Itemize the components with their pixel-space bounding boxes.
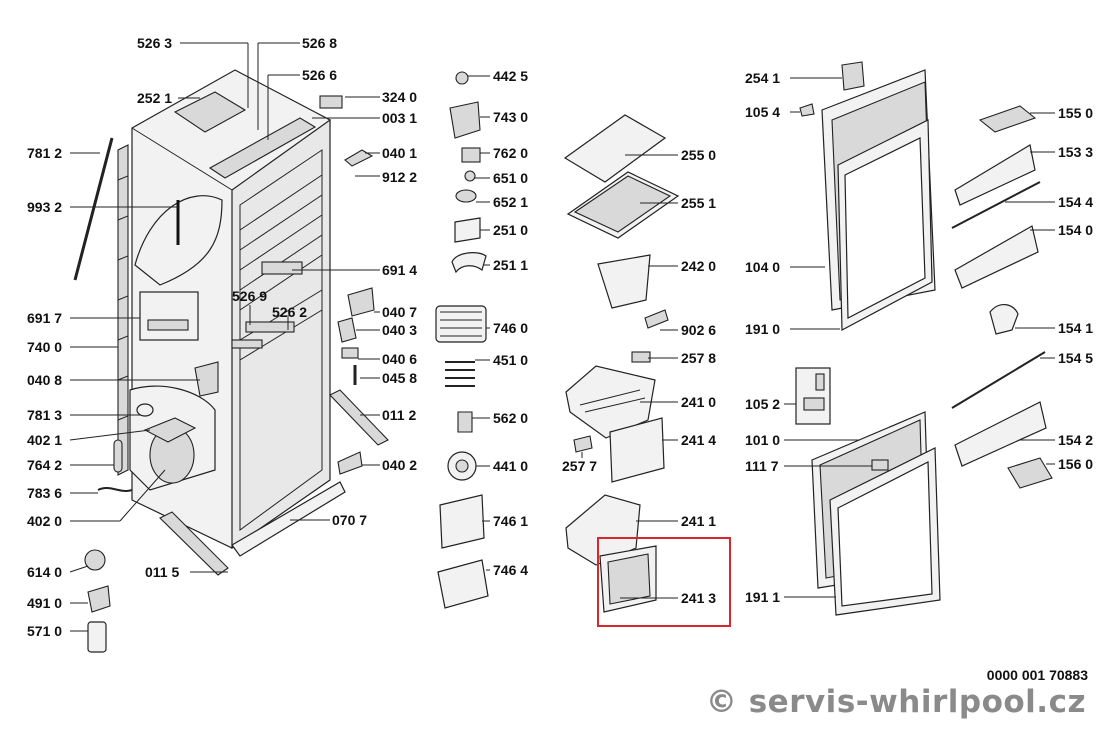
part-label: 526 6 [302,67,338,83]
part-label: 993 2 [27,199,63,215]
part-label: 571 0 [27,623,63,639]
part-label: 241 0 [681,394,717,410]
part-label: 526 2 [272,304,308,320]
part-label: 691 7 [27,310,63,326]
part-label: 104 0 [745,259,781,275]
part-label: 562 0 [493,410,529,426]
highlight-box [597,537,731,627]
part-label: 526 8 [302,35,338,51]
part-label: 111 7 [745,458,779,474]
part-label: 912 2 [382,169,418,185]
part-label: 746 4 [493,562,529,578]
part-label: 746 1 [493,513,529,529]
part-label: 045 8 [382,370,418,386]
part-label: 257 8 [681,350,717,366]
part-label: 255 1 [681,195,717,211]
part-label: 902 6 [681,322,717,338]
shelves-drawers-drawing [563,114,680,613]
part-label: 154 5 [1058,350,1094,366]
part-label: 154 1 [1058,320,1094,336]
part-label: 324 0 [382,89,418,105]
part-label: 402 1 [27,432,63,448]
part-label: 441 0 [493,458,529,474]
part-label: 783 6 [27,485,63,501]
part-label: 040 7 [382,304,418,320]
part-label: 105 4 [745,104,781,120]
watermark: © servis-whirlpool.cz [705,684,1086,720]
part-label: 257 7 [562,458,598,474]
part-label: 154 4 [1058,194,1094,210]
part-label: 003 1 [382,110,418,126]
doors-drawing [795,61,941,616]
part-label: 451 0 [493,352,529,368]
part-label: 781 2 [27,145,63,161]
part-label: 154 2 [1058,432,1094,448]
part-label: 526 3 [137,35,173,51]
part-label: 040 2 [382,457,418,473]
part-label: 491 0 [27,595,63,611]
part-label: 241 1 [681,513,717,529]
part-label: 691 4 [382,262,418,278]
part-label: 191 1 [745,589,781,605]
part-label: 040 1 [382,145,418,161]
part-label: 153 3 [1058,144,1094,160]
part-label: 743 0 [493,109,529,125]
part-label: 040 6 [382,351,418,367]
part-label: 011 5 [145,564,180,580]
document-number: 0000 001 70883 [986,667,1088,683]
part-label: 070 7 [332,512,368,528]
part-label: 740 0 [27,339,63,355]
cabinet-drawing [73,69,389,653]
part-label: 255 0 [681,147,717,163]
part-label: 526 9 [232,288,268,304]
part-label: 746 0 [493,320,529,336]
part-label: 652 1 [493,194,529,210]
part-label: 040 3 [382,322,418,338]
part-label: 442 5 [493,68,529,84]
part-label: 154 0 [1058,222,1094,238]
middle-parts-drawing [435,71,489,609]
part-label: 156 0 [1058,456,1094,472]
part-label: 191 0 [745,321,781,337]
part-label: 614 0 [27,564,63,580]
part-label: 764 2 [27,457,63,473]
part-label: 251 0 [493,222,529,238]
leader-lines [69,42,1055,632]
part-label: 105 2 [745,396,781,412]
part-label: 651 0 [493,170,529,186]
part-label: 101 0 [745,432,781,448]
part-label: 251 1 [493,257,529,273]
part-label: 252 1 [137,90,173,106]
door-shelves-drawing [951,105,1053,489]
part-label: 155 0 [1058,105,1094,121]
part-label: 241 4 [681,432,717,448]
part-label: 781 3 [27,407,63,423]
part-label: 011 2 [382,407,417,423]
part-label: 242 0 [681,258,717,274]
part-label-highlighted: 241 3 [681,590,717,606]
part-label: 040 8 [27,372,63,388]
part-label: 254 1 [745,70,781,86]
part-label: 402 0 [27,513,63,529]
part-label: 762 0 [493,145,529,161]
